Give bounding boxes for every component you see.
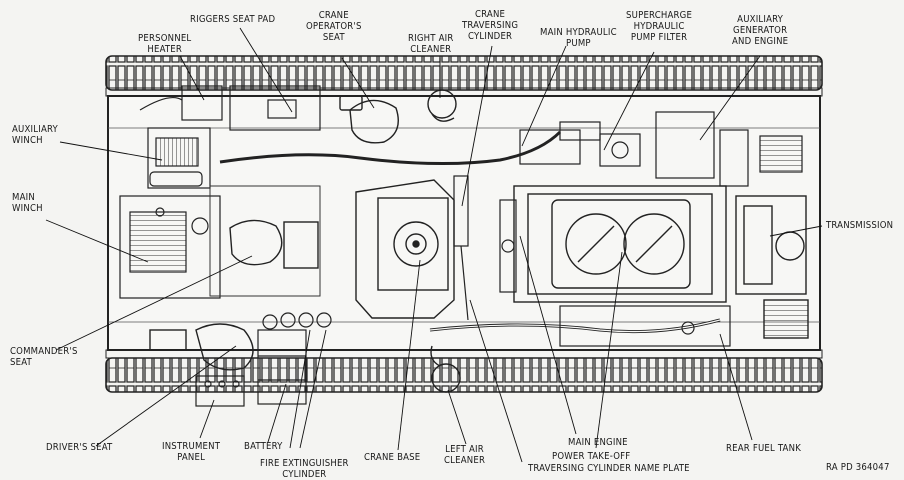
rear-fuel-tank-drawing	[559, 305, 731, 347]
label-battery: BATTERY	[244, 441, 283, 452]
label-instrument-panel: INSTRUMENT PANEL	[162, 441, 221, 463]
crane-base-drawing	[355, 179, 455, 319]
label-main-hydraulic-pump: MAIN HYDRAULIC PUMP	[540, 27, 617, 49]
label-riggers-seat-pad: RIGGERS SEAT PAD	[190, 14, 276, 25]
main-hydraulic-pump-drawing	[519, 121, 601, 165]
supercharge-filter-drawing	[599, 133, 641, 167]
main-winch-drawing	[119, 195, 221, 299]
label-left-air-cleaner: LEFT AIR CLEANER	[444, 444, 486, 466]
label-commanders-seat: COMMANDER'S SEAT	[10, 346, 78, 368]
auxiliary-winch-drawing	[147, 127, 211, 189]
battery-drawing	[257, 329, 307, 405]
personnel-heater-drawing	[139, 85, 223, 121]
label-right-air-cleaner: RIGHT AIR CLEANER	[408, 33, 454, 55]
label-main-engine: MAIN ENGINE	[568, 437, 628, 448]
main-engine-drawing	[513, 185, 727, 303]
hull-outline	[107, 95, 821, 351]
label-supercharge-filter: SUPERCHARGE HYDRAULIC PUMP FILTER	[626, 10, 693, 43]
transmission-drawing	[735, 195, 809, 339]
label-power-takeoff: POWER TAKE-OFF	[552, 451, 631, 462]
label-crane-traversing-cylinder: CRANE TRAVERSING CYLINDER	[462, 9, 519, 42]
traversing-cylinder-drawing	[453, 175, 469, 321]
commander-seat-drawing	[229, 219, 319, 269]
riggers-seat-pad-drawing	[229, 85, 321, 131]
fire-extinguisher-drawing	[262, 312, 332, 330]
leader-lines	[45, 27, 823, 463]
left-air-cleaner-drawing	[430, 345, 461, 393]
instrument-panel-drawing	[195, 375, 245, 407]
auxiliary-generator-drawing	[655, 111, 803, 187]
label-personnel-heater: PERSONNEL HEATER	[138, 33, 192, 55]
label-rear-fuel-tank: REAR FUEL TANK	[726, 443, 802, 454]
upper-track	[105, 55, 823, 97]
power-takeoff-drawing	[499, 199, 517, 293]
label-auxiliary-generator: AUXILIARY GENERATOR AND ENGINE	[732, 14, 789, 47]
label-crane-operators-seat: CRANE OPERATOR'S SEAT	[306, 10, 362, 43]
label-traversing-name-plate: TRAVERSING CYLINDER NAME PLATE	[528, 463, 690, 474]
label-fire-extinguisher: FIRE EXTINGUISHER CYLINDER	[260, 458, 349, 480]
label-crane-base: CRANE BASE	[364, 452, 421, 463]
label-drivers-seat: DRIVER'S SEAT	[46, 442, 113, 453]
right-air-cleaner-drawing	[427, 89, 457, 122]
driver-seat-drawing	[149, 323, 254, 371]
crane-operator-seat-drawing	[339, 95, 399, 144]
lower-track	[105, 349, 823, 393]
reference-code: RA PD 364047	[826, 462, 890, 473]
label-auxiliary-winch: AUXILIARY WINCH	[12, 124, 58, 146]
label-transmission: TRANSMISSION	[826, 220, 894, 231]
label-main-winch: MAIN WINCH	[12, 192, 43, 214]
